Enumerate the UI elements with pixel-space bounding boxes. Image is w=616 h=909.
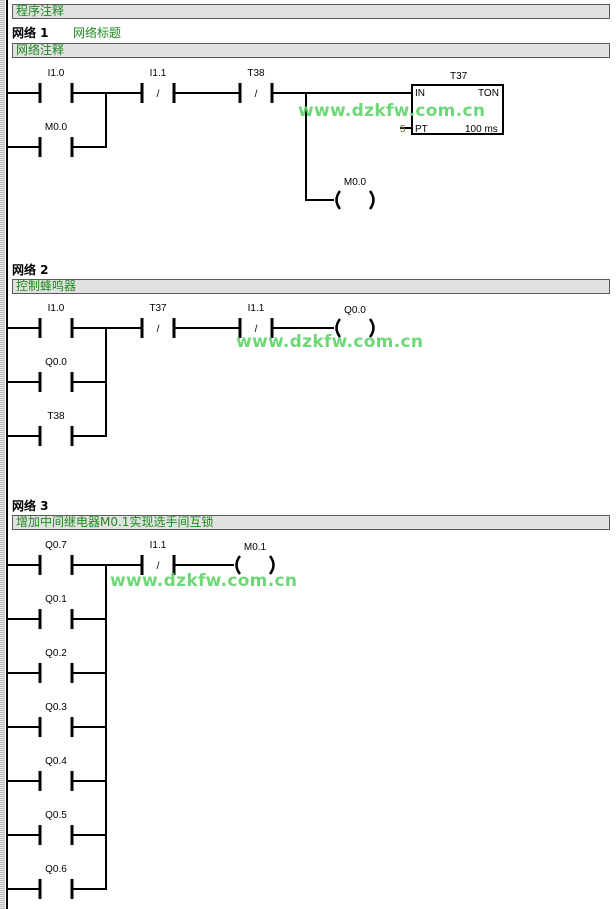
nc-slash: / [157,561,160,572]
contact-i1-1[interactable]: I1.1 / [238,303,274,338]
contact-label: T38 [247,68,265,79]
contact-i1-0[interactable]: I1.0 [38,303,74,338]
network-3-label[interactable]: 网络 3 [12,499,49,513]
contact-label: I1.1 [150,68,167,79]
network-1-label[interactable]: 网络 1 [12,26,49,40]
timer-name: T37 [450,71,468,82]
contact-i1-1[interactable]: I1.1 / [140,68,176,103]
network-1-comment-bar[interactable]: 网络注释 [12,43,610,58]
timer-t37-box[interactable]: T37 IN TON PT 100 ms 5 [400,71,504,135]
contact-t38[interactable]: T38 / [238,68,274,103]
timer-pt-pin: PT [415,124,428,135]
contact-i1-0[interactable]: I1.0 [38,68,74,103]
contact-label: I1.0 [48,303,65,314]
coil-label: Q0.0 [344,305,366,316]
coil-m0-0[interactable]: M0.0 [335,177,375,210]
contact-q0-2[interactable]: Q0.2 [38,648,74,683]
contact-label: I1.1 [248,303,265,314]
contact-label: Q0.7 [45,540,67,551]
contact-label: I1.0 [48,68,65,79]
nc-slash: / [157,89,160,100]
contact-label: Q0.1 [45,594,67,605]
contact-label: Q0.2 [45,648,67,659]
coil-label: M0.1 [244,542,267,553]
coil-m0-1[interactable]: M0.1 [235,542,275,575]
contact-q0-3[interactable]: Q0.3 [38,702,74,737]
coil-q0-0[interactable]: Q0.0 [335,305,375,338]
contact-q0-0[interactable]: Q0.0 [38,357,74,392]
network-2-rungs [7,327,334,437]
network-1-title[interactable]: 网络标题 [73,26,122,40]
contact-t38[interactable]: T38 [38,411,74,446]
program-comment-bar[interactable]: 程序注释 [12,4,610,19]
program-comment-text: 程序注释 [16,4,65,18]
contact-t37[interactable]: T37 / [140,303,176,338]
contact-label: T37 [149,303,167,314]
network-2-comment-bar[interactable]: 控制蜂鸣器 [12,279,610,294]
coil-label: M0.0 [344,177,367,188]
contact-label: Q0.5 [45,810,67,821]
network-3-comment-text: 增加中间继电器M0.1实现选手间互锁 [16,515,214,529]
timer-type: TON [478,88,499,99]
timer-in-pin: IN [415,88,425,99]
network-3-comment-bar[interactable]: 增加中间继电器M0.1实现选手间互锁 [12,515,610,530]
network-3-rungs [7,564,234,890]
watermark: www.dzkfw.com.cn [236,332,424,352]
contact-i1-1[interactable]: I1.1 / [140,540,176,575]
contact-label: T38 [47,411,65,422]
contact-q0-7[interactable]: Q0.7 [38,540,74,575]
contact-label: Q0.0 [45,357,67,368]
contact-q0-5[interactable]: Q0.5 [38,810,74,845]
contact-q0-4[interactable]: Q0.4 [38,756,74,791]
contact-label: M0.0 [45,122,68,133]
nc-slash: / [157,324,160,335]
editor-gutter [0,0,5,909]
network-1-comment-text: 网络注释 [16,43,65,57]
contact-label: I1.1 [150,540,167,551]
contact-m0-0[interactable]: M0.0 [38,122,74,157]
timer-pt-value: 5 [400,124,406,135]
contact-q0-6[interactable]: Q0.6 [38,864,74,899]
power-rail [6,0,8,909]
watermark: www.dzkfw.com.cn [298,101,486,121]
network-1-rungs [7,92,412,201]
timer-base: 100 ms [465,124,498,135]
network-2-comment-text: 控制蜂鸣器 [16,279,77,293]
nc-slash: / [255,324,258,335]
contact-label: Q0.3 [45,702,67,713]
contact-label: Q0.4 [45,756,67,767]
contact-q0-1[interactable]: Q0.1 [38,594,74,629]
nc-slash: / [255,89,258,100]
watermark: www.dzkfw.com.cn [110,571,298,591]
network-2-label[interactable]: 网络 2 [12,263,49,277]
contact-label: Q0.6 [45,864,67,875]
